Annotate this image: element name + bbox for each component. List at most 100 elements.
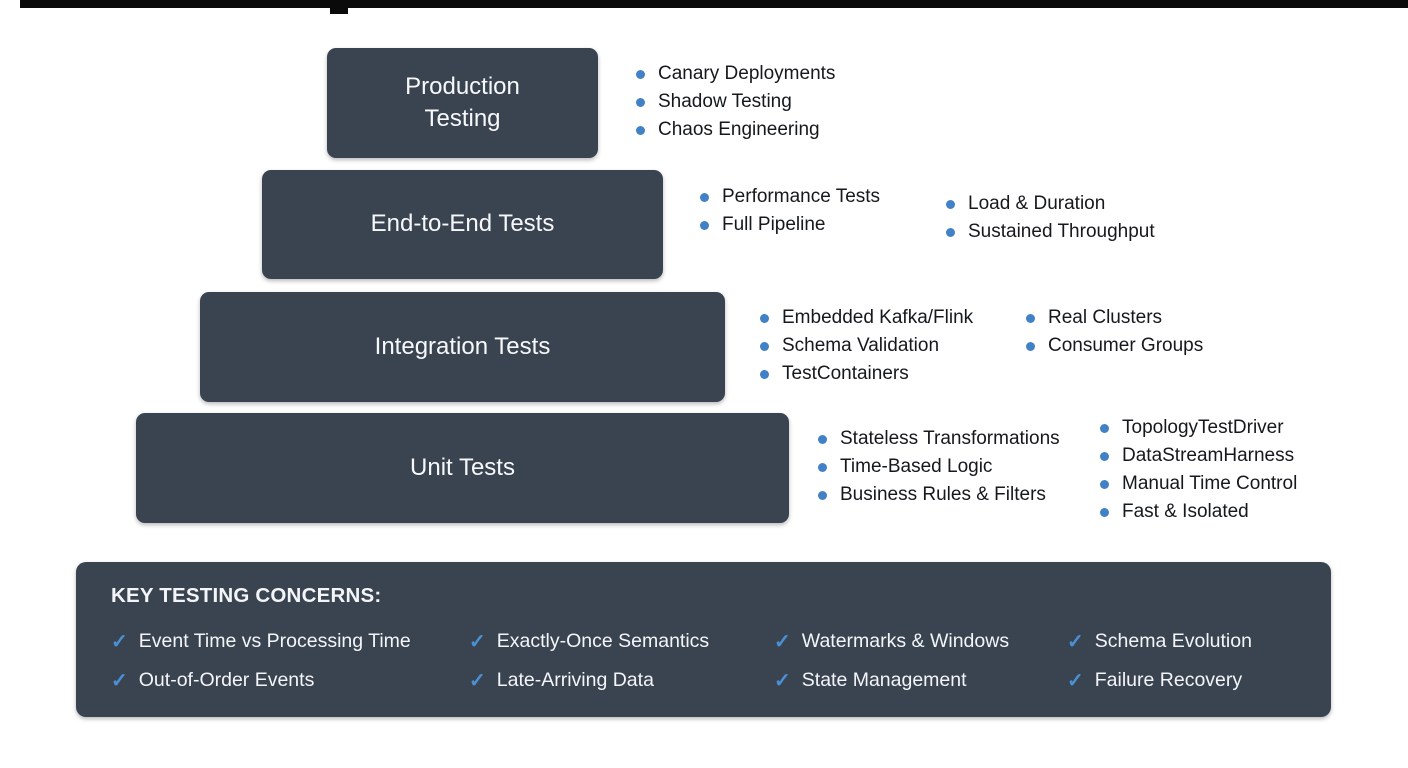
bullet-label: Full Pipeline (722, 214, 826, 235)
bullet-dot-icon (1100, 479, 1109, 489)
key-concerns-row: ✓ Event Time vs Processing Time ✓ Exactly-… (111, 626, 1316, 656)
bullet-dot-icon (946, 199, 955, 209)
pyramid-box-label: Unit Tests (410, 453, 515, 481)
bullet-item: Sustained Throughput (946, 218, 1155, 246)
integration-bullets-col1: Embedded Kafka/Flink Schema Validation T… (760, 304, 973, 388)
bullet-dot-icon (636, 125, 645, 135)
concern-item: ✓ Schema Evolution (1067, 626, 1316, 656)
concern-label: Schema Evolution (1094, 629, 1252, 652)
bullet-dot-icon (1100, 423, 1109, 433)
bullet-label: Manual Time Control (1122, 473, 1298, 494)
bullet-item: Embedded Kafka/Flink (760, 304, 973, 332)
bullet-label: Performance Tests (722, 186, 881, 207)
bullet-dot-icon (818, 462, 827, 472)
bullet-item: Manual Time Control (1100, 470, 1297, 498)
bullet-label: Canary Deployments (658, 63, 836, 84)
top-border-notch (330, 0, 348, 14)
concern-item: ✓ Event Time vs Processing Time (111, 626, 469, 656)
checkmark-icon: ✓ (774, 669, 791, 692)
pyramid-box-label: End-to-End Tests (370, 210, 555, 238)
bullet-item: Full Pipeline (700, 211, 880, 239)
unit-bullets-col1: Stateless Transformations Time-Based Log… (818, 425, 1060, 509)
bullet-label: TestContainers (782, 363, 909, 384)
concern-label: Failure Recovery (1094, 668, 1243, 691)
concern-label: Out-of-Order Events (138, 668, 315, 691)
bullet-label: Sustained Throughput (968, 221, 1155, 242)
pyramid-box-label: Production Testing (405, 72, 520, 132)
bullet-label: TopologyTestDriver (1122, 417, 1284, 438)
bullet-item: Time-Based Logic (818, 453, 1060, 481)
bullet-label: Time-Based Logic (840, 456, 993, 477)
bullet-dot-icon (700, 220, 709, 230)
bullet-dot-icon (760, 341, 769, 351)
checkmark-icon: ✓ (469, 630, 486, 653)
bullet-dot-icon (1026, 313, 1035, 323)
bullet-item: Schema Validation (760, 332, 973, 360)
checkmark-icon: ✓ (111, 630, 128, 653)
key-testing-concerns-panel: KEY TESTING CONCERNS: ✓ Event Time vs Pro… (76, 562, 1331, 717)
bullet-label: Business Rules & Filters (840, 484, 1046, 505)
bullet-item: TestContainers (760, 360, 973, 388)
concern-item: ✓ Out-of-Order Events (111, 665, 469, 695)
bullet-dot-icon (760, 369, 769, 379)
integration-bullets-col2: Real Clusters Consumer Groups (1026, 304, 1203, 360)
bullet-dot-icon (818, 434, 827, 444)
bullet-item: Business Rules & Filters (818, 481, 1060, 509)
checkmark-icon: ✓ (1067, 669, 1084, 692)
concern-item: ✓ Exactly-Once Semantics (469, 626, 774, 656)
bullet-item: Shadow Testing (636, 88, 835, 116)
concern-label: Event Time vs Processing Time (138, 629, 411, 652)
key-concerns-title: KEY TESTING CONCERNS: (111, 584, 382, 607)
bullet-label: Real Clusters (1048, 307, 1163, 328)
checkmark-icon: ✓ (1067, 630, 1084, 653)
pyramid-box-label: Integration Tests (374, 332, 551, 360)
concern-item: ✓ Watermarks & Windows (774, 626, 1067, 656)
bullet-label: Shadow Testing (658, 91, 792, 112)
concern-label: Exactly-Once Semantics (496, 629, 710, 652)
bullet-label: Embedded Kafka/Flink (782, 307, 974, 328)
concern-label: Late-Arriving Data (496, 668, 654, 691)
unit-bullets-col2: TopologyTestDriver DataStreamHarness Man… (1100, 414, 1297, 526)
e2e-bullets-col2: Load & Duration Sustained Throughput (946, 190, 1155, 246)
bullet-label: Stateless Transformations (840, 428, 1060, 449)
pyramid-box-integration-tests: Integration Tests (200, 292, 725, 402)
concern-item: ✓ Failure Recovery (1067, 665, 1316, 695)
bullet-item: Fast & Isolated (1100, 498, 1297, 526)
concern-item: ✓ State Management (774, 665, 1067, 695)
bullet-dot-icon (700, 192, 709, 202)
bullet-item: TopologyTestDriver (1100, 414, 1297, 442)
bullet-item: Stateless Transformations (818, 425, 1060, 453)
pyramid-box-production-testing: Production Testing (327, 48, 598, 158)
bullet-item: DataStreamHarness (1100, 442, 1297, 470)
pyramid-box-unit-tests: Unit Tests (136, 413, 789, 523)
bullet-dot-icon (1100, 451, 1109, 461)
concern-label: State Management (801, 668, 967, 691)
bullet-item: Load & Duration (946, 190, 1155, 218)
bullet-dot-icon (818, 490, 827, 500)
bullet-label: Schema Validation (782, 335, 940, 356)
bullet-dot-icon (1026, 341, 1035, 351)
bullet-item: Real Clusters (1026, 304, 1203, 332)
bullet-item: Consumer Groups (1026, 332, 1203, 360)
top-border-bar (20, 0, 1408, 8)
checkmark-icon: ✓ (774, 630, 791, 653)
bullet-label: DataStreamHarness (1122, 445, 1295, 466)
concern-item: ✓ Late-Arriving Data (469, 665, 774, 695)
key-concerns-row: ✓ Out-of-Order Events ✓ Late-Arriving Data… (111, 665, 1316, 695)
concern-label: Watermarks & Windows (801, 629, 1010, 652)
checkmark-icon: ✓ (111, 669, 128, 692)
bullet-dot-icon (636, 69, 645, 79)
checkmark-icon: ✓ (469, 669, 486, 692)
pyramid-box-end-to-end-tests: End-to-End Tests (262, 170, 663, 279)
bullet-dot-icon (760, 313, 769, 323)
bullet-label: Consumer Groups (1048, 335, 1204, 356)
bullet-label: Chaos Engineering (658, 119, 820, 140)
production-testing-bullets: Canary Deployments Shadow Testing Chaos … (636, 60, 835, 144)
e2e-bullets-col1: Performance Tests Full Pipeline (700, 183, 880, 239)
bullet-label: Fast & Isolated (1122, 501, 1249, 522)
bullet-dot-icon (946, 227, 955, 237)
bullet-dot-icon (636, 97, 645, 107)
bullet-item: Canary Deployments (636, 60, 835, 88)
bullet-label: Load & Duration (968, 193, 1106, 214)
bullet-dot-icon (1100, 507, 1109, 517)
